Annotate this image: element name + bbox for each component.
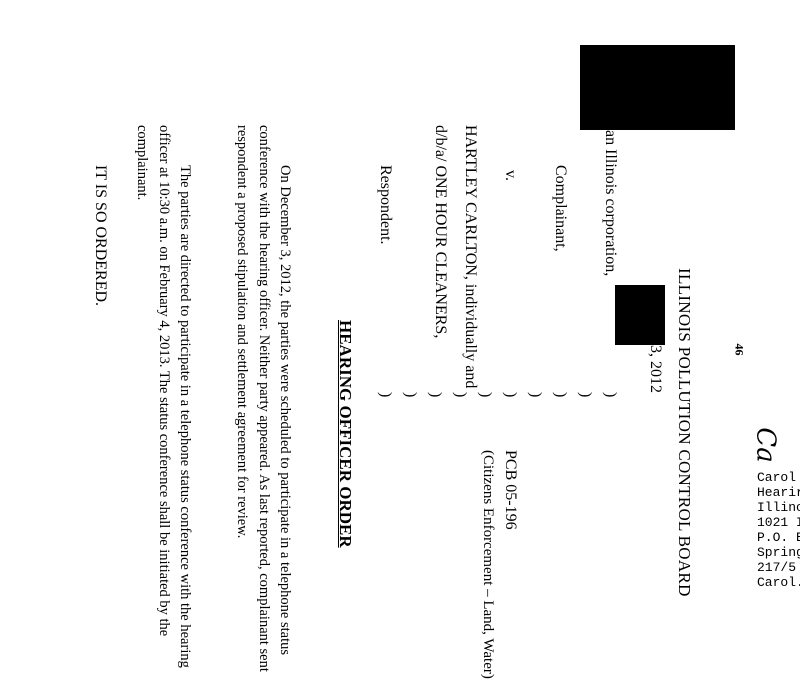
paragraph2-line: complainant. (134, 125, 150, 201)
signature-line: Spring (757, 545, 800, 560)
case-number: PCB 05-196 (502, 450, 519, 530)
board-title: ILLINOIS POLLUTION CONTROL BOARD (675, 268, 694, 597)
signature-line: Hearir (757, 485, 800, 500)
caption-paren: ) (552, 392, 569, 398)
signature-line: Carol (757, 470, 797, 485)
order-heading: HEARING OFFICER ORDER (336, 320, 355, 548)
respondent-name: HARTLEY CARLTON, individually and (462, 125, 479, 389)
closing-statement: IT IS SO ORDERED. (92, 165, 109, 307)
order-date: 3, 2012 (647, 345, 664, 393)
respondent-dba: d/b/a/ ONE HOUR CLEANERS, (432, 125, 449, 339)
paragraph2-line: The parties are directed to participate … (177, 165, 193, 668)
signature-line: 217/5 (757, 560, 797, 575)
caption-paren: ) (577, 392, 594, 398)
rotated-document-page: ILLINOIS POLLUTION CONTROL BOARD 3, 2012… (92, 45, 735, 679)
caption-paren: ) (402, 392, 419, 398)
caption-paren: ) (377, 392, 394, 398)
complainant-description: an Illinois corporation, (602, 130, 619, 277)
caption-paren: ) (602, 392, 619, 398)
signature-block: Carol Hearir Illinoi 1021 I P.O. E Sprin… (757, 470, 800, 590)
respondent-label: Respondent. (377, 165, 394, 245)
redacted-block (580, 45, 735, 130)
caption-paren: ) (452, 392, 469, 398)
case-type: (Citizens Enforcement – Land, Water) (480, 450, 496, 679)
paragraph2-line: officer at 10:30 a.m. on February 4, 201… (156, 125, 172, 637)
paragraph1-line: On December 3, 2012, the parties were sc… (277, 165, 293, 656)
caption-paren: ) (427, 392, 444, 398)
handwritten-signature: Ca (750, 427, 781, 463)
signature-line: P.O. E (757, 530, 800, 545)
versus: v. (502, 170, 519, 181)
caption-paren: ) (477, 392, 494, 398)
stamp-mark: 46 (732, 343, 747, 356)
caption-paren: ) (502, 392, 519, 398)
signature-line: 1021 I (757, 515, 800, 530)
paragraph1-line: conference with the hearing officer. Nei… (256, 125, 272, 672)
signature-line: Carol. (757, 575, 800, 590)
redacted-date-block (615, 285, 665, 345)
paragraph1-line: respondent a proposed stipulation and se… (234, 125, 250, 539)
signature-line: Illinoi (757, 500, 800, 515)
complainant-label: Complainant, (552, 165, 569, 252)
caption-paren: ) (527, 392, 544, 398)
